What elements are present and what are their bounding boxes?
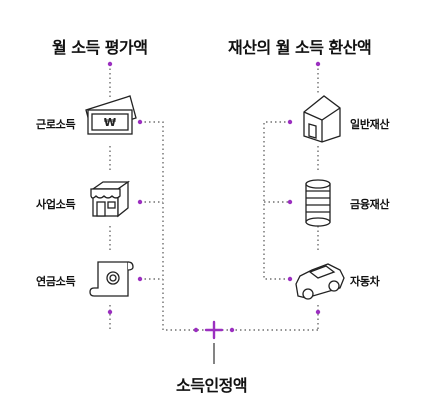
- result-label: 소득인정액: [176, 376, 248, 395]
- right-item-label: 금융재산: [350, 198, 390, 211]
- left-item-label: 근로소득: [36, 118, 76, 131]
- connector-dots: [107, 61, 321, 333]
- right-item-label: 자동차: [350, 275, 380, 288]
- house-icon: [303, 95, 341, 143]
- left-item-label: 사업소득: [36, 198, 76, 211]
- left-item-label: 연금소득: [36, 275, 76, 288]
- left-connectors: [109, 64, 210, 331]
- banknote-symbol: ₩: [104, 116, 116, 129]
- scroll-icon: [89, 261, 134, 297]
- left-heading: 월 소득 평가액: [52, 38, 148, 57]
- right-heading: 재산의 월 소득 환산액: [228, 38, 372, 57]
- plus-icon: [204, 320, 224, 340]
- shop-icon: [90, 180, 131, 218]
- coin-stack-icon: [305, 179, 331, 227]
- car-icon: [295, 263, 345, 300]
- right-connectors: [216, 64, 319, 331]
- banknote-icon: ₩: [85, 95, 137, 135]
- right-item-label: 일반재산: [350, 118, 390, 131]
